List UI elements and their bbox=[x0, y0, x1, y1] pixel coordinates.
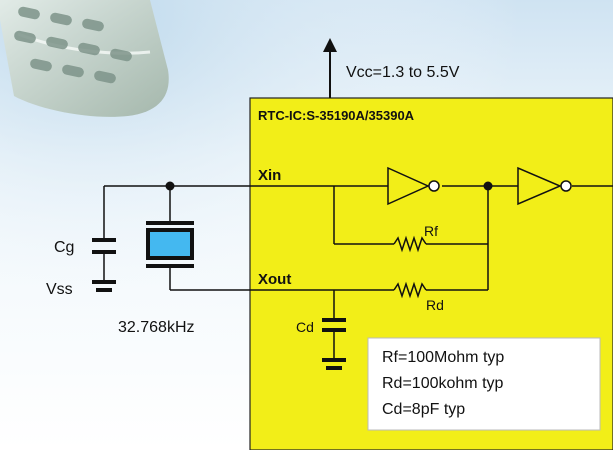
vcc-arrow bbox=[323, 38, 337, 98]
vss-label: Vss bbox=[46, 281, 73, 298]
capacitor-cd bbox=[322, 318, 346, 332]
note-rf: Rf=100Mohm typ bbox=[382, 349, 504, 366]
ground-cd bbox=[322, 358, 346, 370]
rf-label: Rf bbox=[424, 223, 438, 239]
rd-label: Rd bbox=[426, 297, 444, 313]
note-cd: Cd=8pF typ bbox=[382, 401, 465, 418]
xout-pin-label: Xout bbox=[258, 271, 291, 288]
handheld-phone-keypad-icon bbox=[0, 0, 169, 117]
xin-pin-label: Xin bbox=[258, 167, 281, 184]
crystal-oscillator bbox=[146, 221, 194, 268]
resistor-rf bbox=[393, 235, 427, 253]
cd-label: Cd bbox=[296, 319, 314, 335]
capacitor-cg bbox=[92, 238, 116, 254]
notes-box bbox=[367, 337, 601, 431]
resistor-rd bbox=[393, 281, 427, 299]
ground-vss bbox=[92, 280, 116, 292]
circuit-wires bbox=[103, 185, 613, 360]
junction-dot bbox=[483, 181, 493, 191]
supply-voltage-label: Vcc=1.3 to 5.5V bbox=[346, 64, 460, 81]
ic-title: RTC-IC:S-35190A/35390A bbox=[258, 108, 415, 123]
note-rd: Rd=100kohm typ bbox=[382, 375, 504, 392]
cg-label: Cg bbox=[54, 239, 74, 256]
inverter-2 bbox=[517, 166, 572, 206]
junction-dot bbox=[165, 181, 175, 191]
crystal-frequency-label: 32.768kHz bbox=[118, 319, 195, 336]
inverter-1 bbox=[387, 166, 440, 206]
